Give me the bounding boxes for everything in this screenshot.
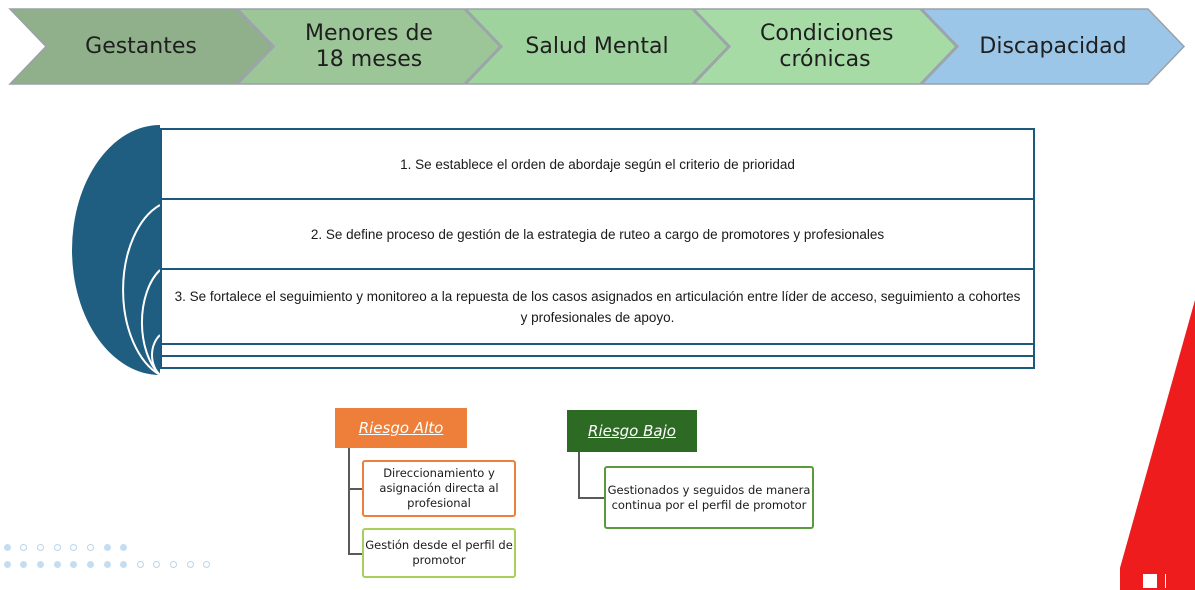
stage-discapacidad: Discapacidad <box>920 8 1186 85</box>
step-frame-right <box>1033 343 1035 369</box>
stage-label: Condiciones crónicas <box>760 20 894 72</box>
step-divider <box>160 367 1035 369</box>
step-2-text: 2. Se define proceso de gestión de la es… <box>310 226 885 242</box>
decor-dot <box>187 561 194 568</box>
step-3-text: 3. Se fortalece el seguimiento y monitor… <box>174 289 1021 325</box>
decor-dot <box>4 561 11 568</box>
stage-label: Discapacidad <box>979 33 1127 59</box>
step-divider <box>160 343 1035 345</box>
decor-dot <box>170 561 177 568</box>
decor-dot <box>153 561 160 568</box>
decor-dot <box>203 561 210 568</box>
decor-dot <box>70 544 77 551</box>
decor-dot <box>20 561 27 568</box>
step-2: 2. Se define proceso de gestión de la es… <box>160 198 1035 270</box>
decor-dot <box>104 544 111 551</box>
stage-label: Gestantes <box>85 33 197 59</box>
decor-dot <box>37 544 44 551</box>
decor-dot <box>70 561 77 568</box>
connector-line <box>348 488 362 490</box>
arc-bracket-graphic <box>72 125 161 376</box>
logo-icon <box>1143 574 1157 588</box>
decor-dot <box>20 544 27 551</box>
decor-dot <box>104 561 111 568</box>
step-frame-left <box>160 343 162 369</box>
step-1-text: 1. Se establece el orden de abordaje seg… <box>400 156 795 172</box>
stage-menores: Menores de 18 meses <box>236 8 502 85</box>
logo-divider <box>1165 574 1166 588</box>
decor-dot <box>37 561 44 568</box>
decor-dot <box>54 561 61 568</box>
risk-low-item: Gestionados y seguidos de manera continu… <box>604 466 814 529</box>
connector-line <box>348 448 350 554</box>
step-3: 3. Se fortalece el seguimiento y monitor… <box>160 268 1035 344</box>
decor-dot <box>137 561 144 568</box>
decor-dot <box>87 544 94 551</box>
decor-dot <box>87 561 94 568</box>
risk-low-title: Riesgo Bajo <box>567 410 697 452</box>
stage-gestantes: Gestantes <box>8 8 274 85</box>
decor-dot <box>120 561 127 568</box>
connector-line <box>578 452 580 498</box>
stage-condiciones: Condiciones crónicas <box>692 8 958 85</box>
connector-line <box>348 553 362 555</box>
stage-salud-mental: Salud Mental <box>464 8 730 85</box>
stage-label: Menores de 18 meses <box>305 20 433 72</box>
risk-high-title: Riesgo Alto <box>335 408 467 448</box>
brand-red-wedge <box>1120 300 1195 590</box>
step-1: 1. Se establece el orden de abordaje seg… <box>160 128 1035 200</box>
decor-dot <box>54 544 61 551</box>
stage-label: Salud Mental <box>525 33 669 59</box>
connector-line <box>578 497 604 499</box>
decor-dot <box>120 544 127 551</box>
risk-high-item: Gestión desde el perfil de promotor <box>362 528 516 578</box>
risk-high-item: Direccionamiento y asignación directa al… <box>362 460 516 517</box>
step-divider <box>160 355 1035 357</box>
decor-dot <box>4 544 11 551</box>
